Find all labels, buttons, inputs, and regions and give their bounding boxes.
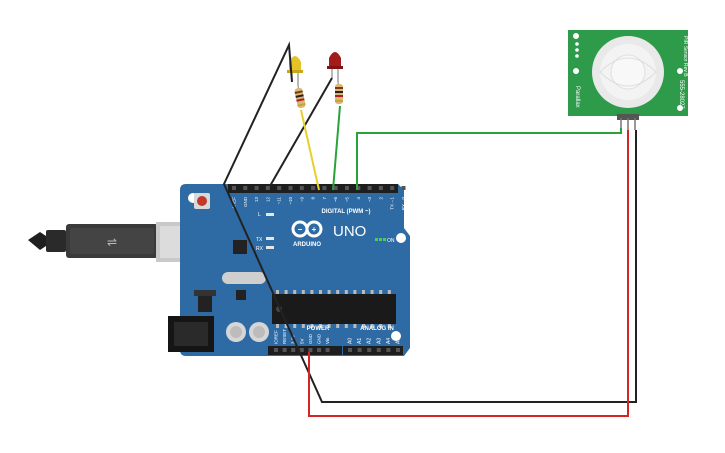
analog-pin-label: A2 (367, 338, 373, 344)
usb-cable: ⇌ (28, 222, 192, 262)
power-pin-label: GND (308, 333, 313, 344)
digital-pin-label: 12 (265, 197, 270, 203)
analog-pin[interactable] (386, 348, 391, 352)
analog-pin[interactable] (376, 348, 381, 352)
digital-pin-label: ~5 (345, 197, 350, 203)
power-pin[interactable] (291, 348, 296, 352)
digital-pin[interactable] (345, 186, 349, 190)
power-pin-label: IOREF (274, 330, 279, 344)
digital-pin-label: ~6 (333, 197, 338, 203)
digital-pin[interactable] (254, 186, 259, 190)
analog-pin-label: A1 (357, 338, 363, 344)
arduino-logo: − + ARDUINO (291, 220, 323, 248)
power-pin[interactable] (274, 348, 278, 352)
atmega-chip (272, 290, 396, 328)
power-pin-label: GND (317, 333, 322, 344)
digital-pin[interactable] (378, 186, 383, 190)
analog-pin-label: A4 (386, 338, 392, 344)
digital-pin-label: ~9 (299, 197, 304, 203)
digital-pin-label: ~3 (367, 197, 372, 203)
power-pin[interactable] (282, 348, 287, 352)
digital-pin[interactable] (401, 186, 406, 190)
svg-text:−: − (298, 225, 303, 234)
regulator (198, 294, 212, 312)
red-wire[interactable] (308, 130, 629, 417)
power-pin[interactable] (299, 348, 304, 352)
model-label: UNO (333, 223, 366, 240)
digital-pin-label: ~11 (277, 197, 282, 205)
resistor-yellow-led[interactable] (294, 85, 306, 109)
pir-sensor[interactable]: Parallax PIR Sensor Rev B 555-28027 (568, 30, 688, 130)
power-pin-label: 5V (299, 338, 304, 344)
pir-title-label: PIR Sensor Rev B (682, 36, 688, 77)
wires (222, 41, 637, 417)
analog-pin[interactable] (348, 348, 352, 352)
analog-pin[interactable] (396, 348, 400, 352)
digital-pin[interactable] (299, 186, 304, 190)
brand-label: ARDUINO (293, 242, 321, 248)
digital-pin[interactable] (367, 186, 372, 190)
resistor-red-led[interactable] (335, 81, 343, 104)
power-pin-label: RESET (282, 329, 287, 344)
analog-pin-label: A3 (376, 338, 382, 344)
digital-header-label: DIGITAL (PWM ~) (322, 209, 371, 215)
svg-text:+: + (312, 225, 317, 234)
digital-pin[interactable] (333, 186, 338, 190)
analog-label: ANALOG IN (360, 326, 394, 332)
digital-pin-label: 2 (378, 197, 383, 200)
black-wire-leds[interactable] (222, 41, 637, 403)
digital-pin-label: 4 (356, 197, 361, 200)
power-pin[interactable] (308, 348, 313, 352)
analog-pin-label: A5 (396, 338, 402, 344)
digital-pin[interactable] (265, 186, 270, 190)
tx-label: TX (256, 237, 263, 243)
digital-pin[interactable] (277, 186, 282, 190)
analog-pin[interactable] (367, 348, 372, 352)
digital-header[interactable] (228, 184, 406, 193)
power-pin[interactable] (317, 348, 321, 352)
usb-chip (233, 240, 247, 254)
digital-pin-label: AREF (232, 197, 237, 209)
red-led[interactable] (327, 52, 343, 82)
digital-pin-label: 7 (322, 197, 327, 200)
mounting-hole (396, 233, 406, 243)
digital-pin-label: GND (243, 196, 248, 207)
svg-text:⇌: ⇌ (107, 235, 117, 249)
digital-pin-label: ~10 (288, 197, 293, 205)
yellow-wire[interactable] (300, 109, 320, 191)
power-pin-label: Vin (325, 337, 330, 344)
arduino-board[interactable]: L TX RX − + ARDUINO UNO ON DIGITAL (PWM … (168, 184, 410, 356)
digital-pin-label: TX→1 (390, 197, 395, 210)
power-label: POWER (307, 326, 330, 332)
digital-pin-labels: AREF GND 13 12 ~11 ~10 ~9 8 7 ~6 ~5 4 ~3 2 TX→1 RX←0 (232, 196, 407, 210)
green-wire-led[interactable] (332, 105, 341, 191)
pir-brand-label: Parallax (574, 86, 580, 108)
on-label: ON (387, 238, 395, 244)
digital-pin[interactable] (322, 186, 327, 190)
digital-pin-label: 13 (254, 197, 259, 203)
digital-pin[interactable] (390, 186, 395, 190)
digital-pin[interactable] (232, 186, 236, 190)
crystal (222, 272, 266, 284)
l-led-label: L (258, 212, 261, 218)
digital-pin-label: RX←0 (401, 197, 406, 211)
digital-pin[interactable] (311, 186, 316, 190)
digital-pin[interactable] (288, 186, 293, 190)
rx-label: RX (256, 246, 264, 252)
mounting-hole (391, 331, 401, 341)
analog-header[interactable] (343, 346, 403, 355)
black-wire-led-red[interactable] (269, 77, 333, 187)
digital-pin[interactable] (356, 186, 361, 190)
analog-pin-label: A0 (348, 338, 354, 344)
digital-pin[interactable] (243, 186, 248, 190)
power-pin[interactable] (325, 348, 330, 352)
analog-pin[interactable] (357, 348, 362, 352)
on-led (375, 238, 378, 241)
green-wire-pir[interactable] (356, 128, 622, 190)
power-header[interactable] (268, 346, 342, 355)
pir-part-label: 555-28027 (678, 80, 684, 109)
digital-pin-label: 8 (311, 197, 316, 200)
